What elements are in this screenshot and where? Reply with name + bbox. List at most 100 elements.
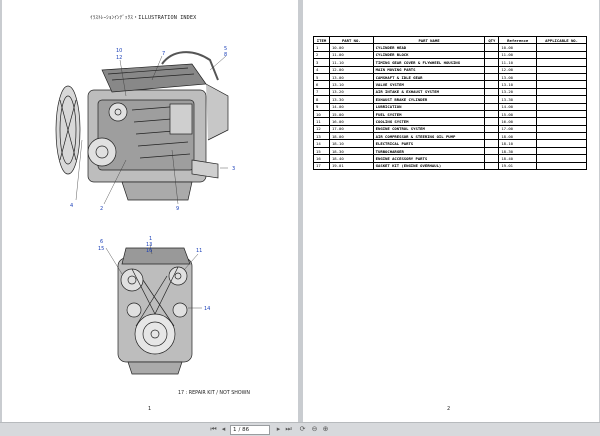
callout-7: 7 [162, 51, 165, 57]
cell-part-no: 18-30 [328, 146, 374, 156]
engine-side-view-illustration: 10 12 7 5 8 3 4 2 9 [55, 46, 235, 212]
callout-12: 12 [116, 55, 122, 61]
zoom-in-icon[interactable]: ⊕ [322, 425, 329, 433]
prev-page-icon[interactable]: ◂ [221, 425, 226, 433]
repair-kit-note: 17 : REPAIR KIT / NOT SHOWN [178, 391, 251, 396]
cell-part-no: 16-00 [328, 117, 374, 126]
rotate-icon[interactable]: ⟳ [299, 425, 306, 433]
cell-part-name: ENGINE ACCESSORY PARTS [372, 154, 486, 163]
cell-part-name: VALVE SYSTEM [372, 80, 486, 89]
cell-item: 8 [313, 95, 330, 104]
page-1: ｲﾗｽﾄﾚｰｼｮﾝｲﾝﾃﾞｯｸｽ・ILLUSTRATION INDEX [2, 0, 298, 422]
cell-item: 16 [313, 154, 330, 163]
callout-1: 1 [149, 236, 152, 242]
cell-reference: 15-00 [498, 109, 538, 119]
cell-applicable-no [536, 109, 587, 119]
cell-part-name: EXHAUST BRAKE CYLINDER [372, 95, 486, 104]
cell-reference: 18-30 [498, 146, 538, 156]
cell-item: 10 [313, 109, 330, 119]
cell-part-no: 18-10 [328, 139, 374, 148]
cell-qty [484, 80, 500, 89]
page-number-input[interactable]: 1/ 86 [230, 425, 270, 435]
cell-part-name: FUEL SYSTEM [372, 109, 486, 119]
cell-item: 9 [313, 102, 330, 111]
cell-part-name: TIMING GEAR COVER & FLYWHEEL HOUSING [372, 58, 486, 67]
cell-item: 14 [313, 139, 330, 148]
cell-part-no: 13-10 [328, 80, 374, 89]
cell-applicable-no [536, 161, 587, 171]
cell-applicable-no [536, 132, 587, 141]
cell-part-name: AIR COMPRESSOR & STEERING OIL PUMP [372, 132, 486, 141]
cell-reference: 13-00 [498, 72, 538, 82]
page-number: 2 [447, 406, 451, 412]
cell-applicable-no [536, 146, 587, 156]
page-2: ITEM PART NO. PART NAME QTY Reference AP… [303, 0, 599, 422]
callout-2: 2 [100, 206, 103, 212]
cell-qty [484, 50, 500, 60]
parts-index-table: ITEM PART NO. PART NAME QTY Reference AP… [313, 35, 587, 171]
header-part-no: PART NO. [328, 35, 374, 45]
cell-reference: 13-10 [498, 80, 538, 89]
cell-qty [484, 132, 500, 141]
cell-item: 4 [313, 65, 330, 74]
callout-11: 11 [196, 248, 202, 254]
callout-16: 16 [146, 248, 152, 254]
cell-reference: 18-10 [498, 139, 538, 148]
callout-6: 6 [100, 239, 103, 245]
current-page-value: 1 [233, 427, 237, 433]
cell-part-name: CAMSHAFT & IDLE GEAR [372, 72, 486, 82]
header-qty: QTY [484, 35, 500, 45]
callout-3: 3 [232, 166, 235, 172]
cell-part-no: 17-00 [328, 124, 374, 134]
next-page-icon[interactable]: ▸ [276, 425, 281, 433]
cell-part-no: 18-00 [328, 132, 374, 141]
page-title: ｲﾗｽﾄﾚｰｼｮﾝｲﾝﾃﾞｯｸｽ・ILLUSTRATION INDEX [90, 15, 197, 21]
cell-qty [484, 43, 500, 52]
cell-applicable-no [536, 80, 587, 89]
cell-part-name: CYLINDER HEAD [372, 43, 486, 52]
cell-applicable-no [536, 58, 587, 67]
callout-8: 8 [224, 52, 227, 58]
zoom-out-icon[interactable]: ⊖ [311, 425, 318, 433]
cell-part-no: 15-00 [328, 109, 374, 119]
cell-part-no: 13-00 [328, 72, 374, 82]
last-page-icon[interactable]: ⏭ [285, 425, 292, 433]
cell-applicable-no [536, 95, 587, 104]
cell-reference: 18-00 [498, 132, 538, 141]
cell-item: 6 [313, 80, 330, 89]
cell-applicable-no [536, 65, 587, 74]
cell-qty [484, 65, 500, 74]
callout-14: 14 [204, 306, 210, 312]
cell-item: 13 [313, 132, 330, 141]
cell-applicable-no [536, 139, 587, 148]
cell-part-name: AIR INTAKE & EXHAUST SYSTEM [372, 87, 486, 97]
cell-part-no: 11-10 [328, 58, 374, 67]
cell-reference: 16-00 [498, 117, 538, 126]
cell-item: 11 [313, 117, 330, 126]
table-header-row: ITEM PART NO. PART NAME QTY Reference AP… [313, 35, 587, 45]
header-part-name: PART NAME [372, 35, 486, 45]
first-page-icon[interactable]: ⏮ [210, 425, 217, 433]
cell-part-name: GASKET KIT (ENGINE OVERHAUL) [372, 161, 486, 171]
cell-applicable-no [536, 117, 587, 126]
cell-qty [484, 72, 500, 82]
callout-9: 9 [176, 206, 179, 212]
cell-part-no: 18-40 [328, 154, 374, 163]
cell-reference: 11-00 [498, 50, 538, 60]
cell-part-name: TURBOCHARGER [372, 146, 486, 156]
cell-qty [484, 161, 500, 171]
page-number: 1 [148, 406, 152, 412]
document-viewer: ｲﾗｽﾄﾚｰｼｮﾝｲﾝﾃﾞｯｸｽ・ILLUSTRATION INDEX [0, 0, 600, 422]
cell-qty [484, 146, 500, 156]
cell-applicable-no [536, 87, 587, 97]
